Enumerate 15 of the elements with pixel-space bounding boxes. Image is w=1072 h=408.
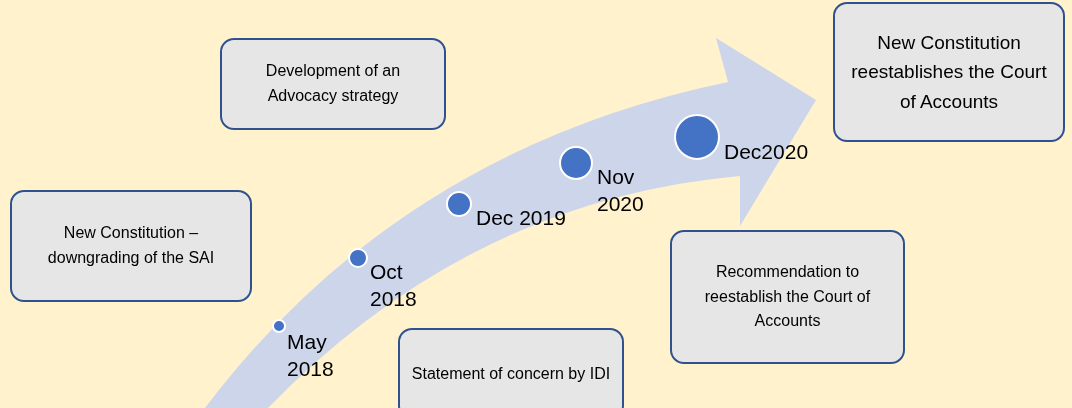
date-label: Dec2020 [724,139,810,165]
milestone-text: Statement of concern by IDI [411,363,611,384]
milestone-box [670,230,905,364]
milestone-text: New Constitution – downgrading of the SAI [46,223,216,268]
date-label: Nov 2020 [597,164,645,218]
date-label: Dec 2019 [476,205,567,231]
milestone-box [220,38,446,130]
date-label: May 2018 [287,329,335,383]
date-label: Oct 2018 [370,259,418,313]
milestone-text: Development of an Advocacy strategy [264,61,402,106]
milestone-text: New Constitution reestablishes the Court of Accounts [850,30,1048,114]
milestone-box [10,190,252,302]
milestone-box [833,2,1065,142]
milestone-box [398,328,624,408]
milestone-text: Recommendation to reestablish the Court of Accounts [703,261,872,332]
